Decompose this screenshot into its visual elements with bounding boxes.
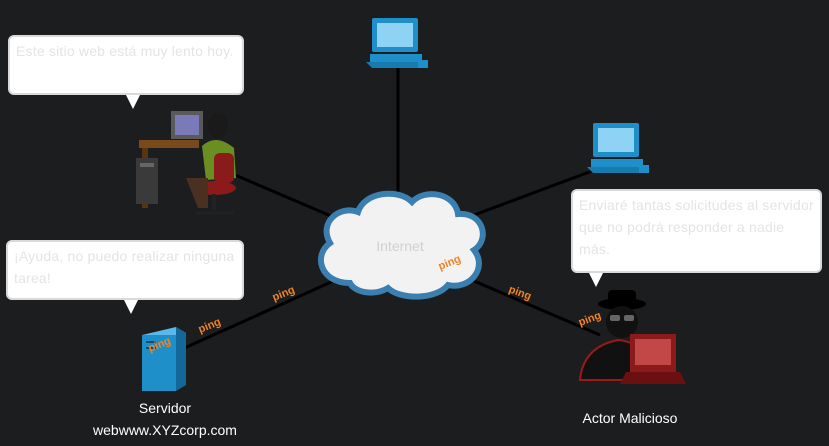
server-tower-icon — [142, 327, 186, 391]
speech-bubble-tail — [126, 95, 140, 109]
server-label: Servidor — [138, 400, 192, 416]
link-server — [179, 276, 341, 352]
user-at-desk-icon — [136, 111, 236, 215]
speech-bubble-server-user: ¡Ayuda, no puedo realizar ninguna tarea! — [6, 240, 244, 314]
speech-bubble-text: Este sitio web está muy lento hoy. — [16, 43, 234, 59]
link-user-pc — [234, 173, 346, 224]
speech-bubble-tail — [124, 300, 138, 314]
desktop-computer-icon — [366, 18, 428, 68]
ping-label: ping — [577, 310, 603, 329]
desktop-computer-icon — [587, 123, 649, 173]
cloud-label: Internet — [376, 238, 424, 254]
speech-bubble-text: Enviaré tantas solicitudes al servidor q… — [579, 197, 814, 257]
speech-bubble-tail — [589, 273, 603, 287]
internet-cloud-icon — [317, 190, 486, 300]
speech-bubble-user: Este sitio web está muy lento hoy. — [8, 35, 244, 109]
speech-bubble-text: ¡Ayuda, no puedo realizar ninguna tarea! — [14, 248, 235, 286]
server-caption: Servidor webwww.XYZcorp.com — [70, 397, 260, 441]
attacker-caption: Actor Malicioso — [560, 407, 700, 429]
speech-bubble-attacker: Enviaré tantas solicitudes al servidor q… — [571, 189, 822, 287]
link-attacker — [459, 273, 601, 337]
network-links — [179, 60, 601, 352]
attacker-label: Actor Malicioso — [582, 410, 678, 426]
malicious-actor-icon — [578, 290, 686, 384]
server-hostname: webwww.XYZcorp.com — [93, 422, 237, 438]
